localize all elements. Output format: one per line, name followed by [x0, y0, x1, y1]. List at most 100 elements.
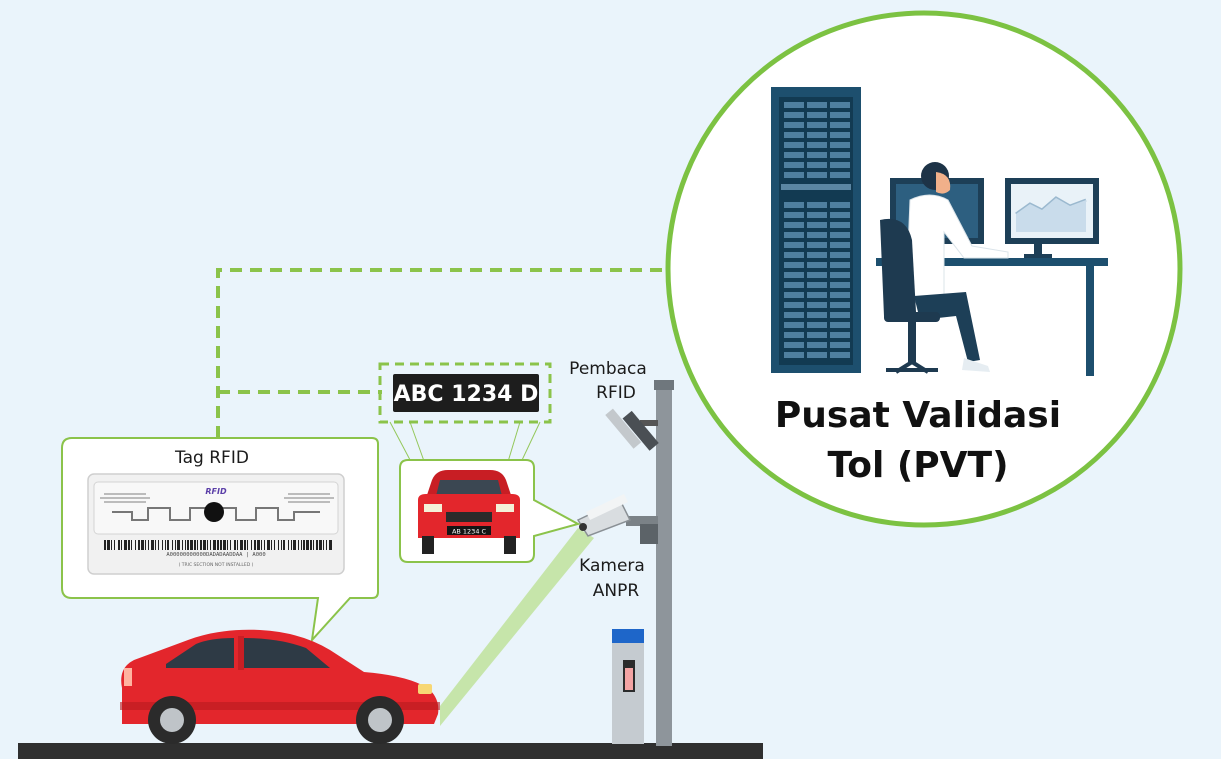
rack-unit	[784, 282, 804, 288]
barcode-bar	[303, 540, 305, 550]
rack-unit	[807, 342, 827, 348]
barcode-bar	[291, 540, 292, 550]
rack-unit	[830, 162, 850, 168]
barcode-bar	[234, 540, 236, 550]
barcode-bar	[107, 540, 110, 550]
barcode-bar	[172, 540, 173, 550]
barcode-bar	[118, 540, 120, 550]
data-connection-lines	[216, 268, 668, 438]
rack-unit	[784, 292, 804, 298]
barcode-bar	[114, 540, 115, 550]
barcode-bar	[104, 540, 106, 550]
barcode-bar	[306, 540, 309, 550]
rack-unit	[807, 322, 827, 328]
rack-unit	[784, 132, 804, 138]
barcode-bar	[323, 540, 324, 550]
barcode-bar	[261, 540, 262, 550]
barcode-bar	[190, 540, 193, 550]
barcode-bar	[310, 540, 312, 550]
desk	[876, 258, 1108, 266]
rack-unit	[784, 112, 804, 118]
barcode-bar	[121, 540, 122, 550]
rack-unit	[784, 352, 804, 358]
rack-unit	[807, 242, 827, 248]
barcode-bar	[227, 540, 228, 550]
rack-unit	[784, 272, 804, 278]
barcode-bar	[155, 540, 156, 550]
rack-unit	[784, 322, 804, 328]
rack-unit	[784, 252, 804, 258]
barcode-bar	[319, 540, 322, 550]
rack-unit	[807, 352, 827, 358]
barcode-bar	[301, 540, 302, 550]
barcode-bar	[251, 540, 252, 550]
rack-unit	[784, 312, 804, 318]
barcode-bar	[264, 540, 265, 550]
rack-unit	[830, 352, 850, 358]
rack-unit	[807, 102, 827, 108]
barcode-bar	[141, 540, 144, 550]
rack-unit	[830, 342, 850, 348]
barcode-bar	[223, 540, 226, 550]
barcode-bar	[124, 540, 127, 550]
rack-unit	[807, 152, 827, 158]
rack-unit	[784, 172, 804, 178]
rack-unit	[830, 332, 850, 338]
barcode-bar	[213, 540, 216, 550]
barcode-text: A00000000000DADADAADDAA | A000	[166, 552, 265, 558]
rack-unit	[807, 282, 827, 288]
barcode-bar	[267, 540, 270, 550]
barcode-bar	[185, 540, 186, 550]
barcode-bar	[240, 540, 243, 550]
barcode-bar	[313, 540, 314, 550]
rack-unit	[830, 312, 850, 318]
rack-unit	[784, 152, 804, 158]
barcode-bar	[230, 540, 231, 550]
rfid-reader-label-line1: Pembaca	[569, 359, 647, 379]
rack-unit	[807, 142, 827, 148]
rack-unit	[784, 102, 804, 108]
barcode-bar	[177, 540, 180, 550]
rfid-tag-card: RFID A00000000000DADADAADDAA | A000 ( TR…	[87, 473, 345, 575]
barcode-bar	[200, 540, 202, 550]
rfid-tag-title: Tag RFID	[174, 448, 249, 468]
rack-unit	[784, 162, 804, 168]
license-plate-large-text: ABC 1234 D	[394, 382, 539, 407]
barcode-bar	[135, 540, 136, 550]
barcode-bar	[158, 540, 159, 550]
rack-unit	[830, 252, 850, 258]
barcode-bar	[145, 540, 146, 550]
rack-unit	[807, 252, 827, 258]
rack-unit	[807, 332, 827, 338]
barcode-bar	[138, 540, 140, 550]
anpr-camera-label-line1: Kamera	[579, 556, 645, 576]
barcode-bar	[111, 540, 112, 550]
rack-unit	[807, 122, 827, 128]
rack-unit	[784, 142, 804, 148]
barcode-bar	[271, 540, 272, 550]
rack-unit	[807, 312, 827, 318]
rack-unit	[830, 292, 850, 298]
barcode-bar	[165, 540, 166, 550]
rack-unit	[807, 302, 827, 308]
barcode	[104, 540, 332, 550]
camera-beam	[440, 528, 594, 726]
rfid-reader-label-line2: RFID	[596, 383, 636, 403]
rack-unit	[830, 102, 850, 108]
rack-unit	[784, 342, 804, 348]
rack-unit	[807, 172, 827, 178]
barcode-bar	[278, 540, 279, 550]
tag-to-pvt-dashed-line	[216, 268, 668, 438]
rack-unit	[784, 232, 804, 238]
rack-unit	[807, 292, 827, 298]
barcode-bar	[167, 540, 169, 550]
rack-unit	[807, 162, 827, 168]
barcode-bar	[203, 540, 206, 550]
barcode-bar	[316, 540, 318, 550]
ground	[18, 743, 763, 759]
barcode-bar	[237, 540, 238, 550]
barcode-bar	[326, 540, 327, 550]
toll-pole	[654, 380, 674, 746]
rack-unit	[807, 262, 827, 268]
server-rack-icon	[771, 87, 861, 373]
